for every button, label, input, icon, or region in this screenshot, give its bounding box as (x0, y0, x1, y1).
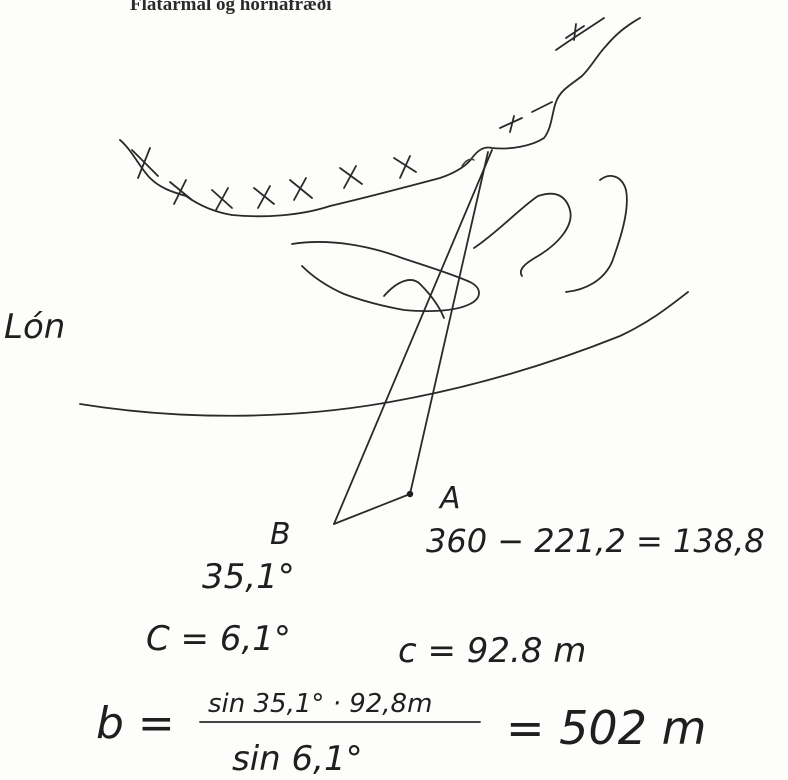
formula-denominator: sin 6,1° (232, 739, 363, 776)
lagoon-contour-d (565, 175, 628, 293)
formula-numerator: sin 35,1° · 92,8m (208, 689, 432, 719)
outer-arc (79, 291, 689, 417)
lagoon-contour-a (473, 192, 572, 277)
label-point-a: A (438, 481, 461, 516)
lagoon-contour-b (291, 241, 480, 313)
label-lon: Lón (4, 307, 65, 347)
formula: b = sin 35,1° · 92,8m sin 6,1° = 502 m (96, 689, 706, 779)
formula-result: = 502 m (506, 701, 706, 755)
lagoon-contour-c (383, 279, 445, 319)
formula-lhs: b = (96, 698, 175, 749)
sightline-b (333, 149, 493, 525)
shoreline-top-dash (555, 17, 605, 51)
baseline-ab (333, 493, 411, 525)
label-bearing-calc: 360 − 221,2 = 138,8 (426, 522, 765, 560)
sightline-a (409, 151, 489, 495)
shoreline-tick (461, 158, 475, 167)
x-marks (131, 23, 585, 211)
label-angle-c: C = 6,1° (146, 619, 291, 659)
point-a-dot (406, 490, 414, 498)
label-point-b: B (270, 517, 291, 552)
label-side-c: c = 92.8 m (398, 631, 586, 671)
header-fragment: Flatarmál og hornafræði (130, 0, 332, 15)
label-angle-b: 35,1° (202, 557, 295, 597)
shoreline (119, 17, 641, 218)
